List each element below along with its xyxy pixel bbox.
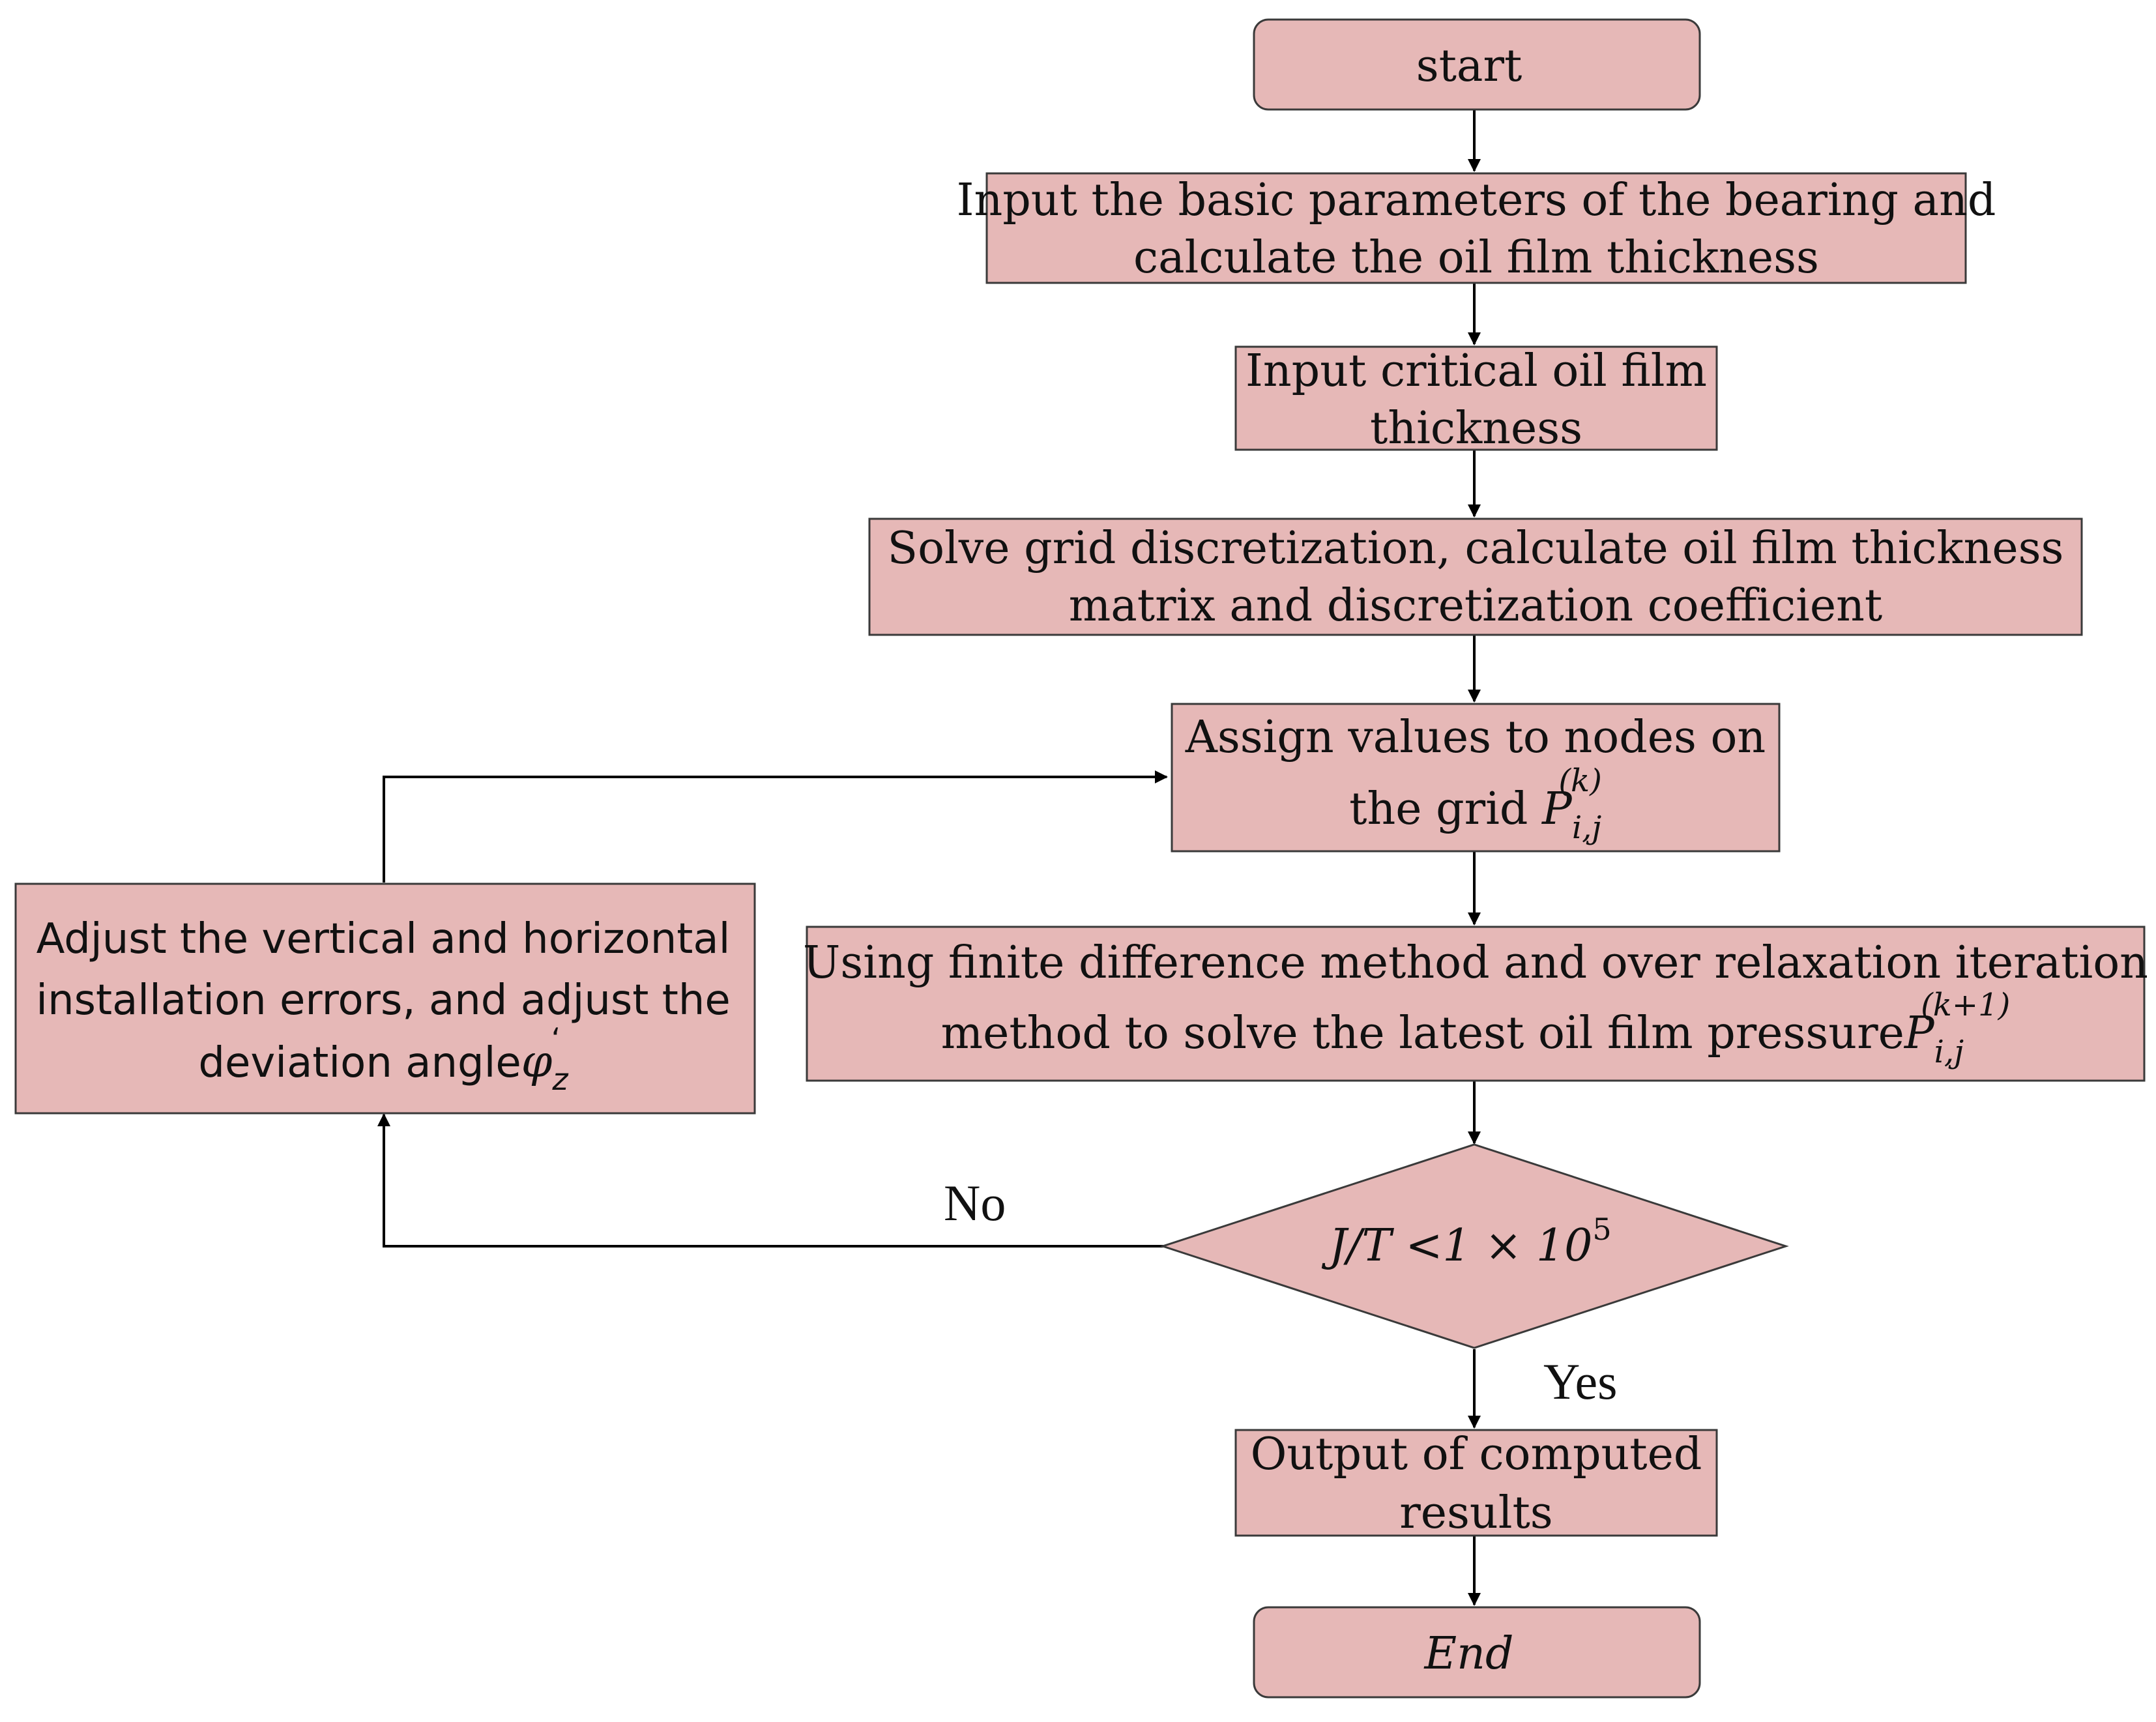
deviation-angle-prime: ʻ	[551, 1021, 561, 1057]
adjust-errors-node: Adjust the vertical and horizontal insta…	[14, 883, 756, 1115]
solve-pressure-line2: method to solve the latest oil film pres…	[941, 987, 2011, 1070]
critical-thickness-line2: thickness	[1370, 403, 1582, 454]
input-parameters-line1: Input the basic parameters of the bearin…	[957, 175, 1996, 226]
deviation-angle-symbol: φ	[521, 1036, 553, 1088]
exponent: 5	[1592, 1212, 1611, 1247]
input-parameters-node: Input the basic parameters of the bearin…	[957, 172, 1996, 284]
edge-decision-no-to-adjust	[377, 1113, 1164, 1248]
critical-thickness-node: Input critical oil film thickness	[1234, 345, 1718, 454]
solve-pressure-line1: Using finite difference method and over …	[803, 937, 2148, 989]
adjust-errors-line3: deviation angleφzʻ	[198, 1021, 568, 1097]
pressure-superscript: (k)	[1558, 763, 1602, 799]
start-node: start	[1253, 18, 1701, 111]
deviation-angle-subscript: z	[551, 1062, 568, 1097]
assign-values-node: Assign values to nodes on the grid Pi,j(…	[1171, 703, 1781, 853]
grid-discretization-node: Solve grid discretization, calculate oil…	[868, 518, 2083, 636]
adjust-errors-line2: installation errors, and adjust the	[36, 976, 730, 1025]
end-text: End	[1423, 1628, 1514, 1680]
latest-pressure-superscript: (k+1)	[1921, 987, 2010, 1023]
pressure-subscript: i,j	[1572, 810, 1602, 846]
adjust-errors-line1: Adjust the vertical and horizontal	[36, 915, 731, 963]
convergence-decision-node: J/T <1 × 105	[1159, 1143, 1789, 1349]
input-parameters-line2: calculate the oil film thickness	[1133, 232, 1819, 284]
output-results-node: Output of computed results	[1234, 1429, 1718, 1539]
edge-adjust-to-assign	[383, 770, 1168, 883]
pressure-symbol: P	[1541, 783, 1573, 835]
end-node: End	[1253, 1606, 1701, 1699]
grid-discretization-line2: matrix and discretization coefficient	[1069, 580, 1882, 632]
assign-values-line1: Assign values to nodes on	[1185, 712, 1766, 763]
start-text: start	[1416, 40, 1522, 92]
no-label: No	[944, 1175, 1006, 1231]
grid-discretization-line1: Solve grid discretization, calculate oil…	[888, 523, 2064, 574]
latest-pressure-symbol: P	[1903, 1008, 1935, 1059]
yes-label: Yes	[1543, 1353, 1618, 1410]
solve-pressure-node: Using finite difference method and over …	[803, 926, 2148, 1082]
output-results-line1: Output of computed	[1251, 1429, 1702, 1480]
assign-values-line2: the grid Pi,j(k)	[1349, 763, 1602, 846]
convergence-condition: J/T <1 × 105	[1321, 1212, 1611, 1272]
output-results-line2: results	[1399, 1487, 1552, 1539]
latest-pressure-subscript: i,j	[1934, 1034, 1964, 1070]
critical-thickness-line1: Input critical oil film	[1246, 345, 1707, 397]
